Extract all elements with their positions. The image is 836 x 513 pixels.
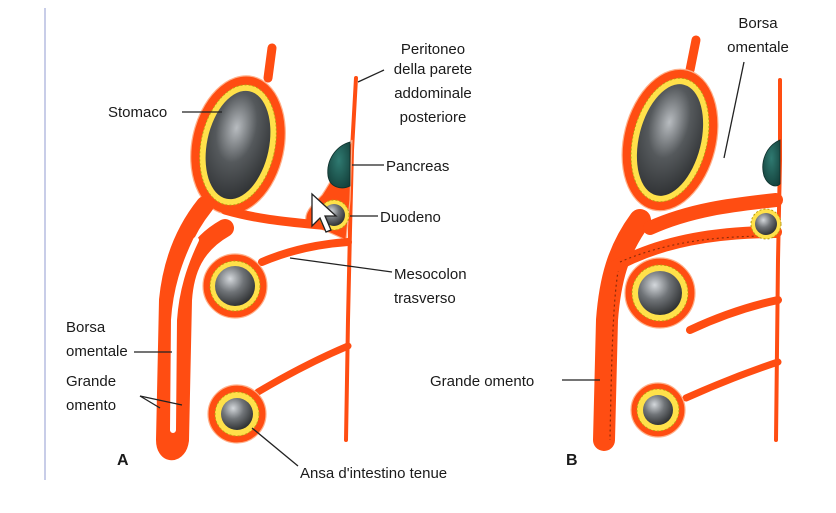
pancreas <box>327 141 351 189</box>
fold-to-wall-b <box>643 193 783 235</box>
leader-omental-bursa-b <box>723 61 745 159</box>
label-omental-bursa-a-line2: omentale <box>66 343 128 360</box>
label-peritoneum-line2: della parete <box>394 61 472 78</box>
label-pancreas: Pancreas <box>386 158 449 175</box>
panel-a-letter: A <box>117 452 129 469</box>
label-duodenum: Duodeno <box>380 209 441 226</box>
posterior-wall-peritoneum-b <box>774 78 782 442</box>
label-peritoneum-line1: Peritoneo <box>401 41 465 58</box>
mesocolon-dotted-line <box>619 235 773 263</box>
panel-b: Borsa omentale Grande omento B <box>430 15 789 469</box>
mesentery <box>254 342 352 396</box>
label-peritoneum-line3: addominale <box>394 85 472 102</box>
label-mesocolon-line2: trasverso <box>394 290 456 307</box>
stomach-lumen-b <box>636 84 704 196</box>
stomach-duodenum-fold <box>220 205 335 231</box>
mouse-cursor-icon <box>311 192 338 233</box>
posterior-wall-peritoneum <box>344 76 358 442</box>
pancreas-b <box>762 139 781 187</box>
leader-mesocolon <box>289 257 393 273</box>
transverse-colon-lumen <box>215 266 255 306</box>
label-greater-omentum-a-line2: omento <box>66 397 116 414</box>
small-intestine-lumen <box>221 398 253 430</box>
label-greater-omentum-a-line1: Grande <box>66 373 116 390</box>
panel-b-letter: B <box>566 452 578 469</box>
panel-a: Stomaco Peritoneo della parete addominal… <box>66 41 472 482</box>
label-peritoneum-line4: posteriore <box>400 109 467 126</box>
label-stomach: Stomaco <box>108 104 167 121</box>
label-small-intestine-loop: Ansa d'intestino tenue <box>300 465 447 482</box>
esophagus-stem <box>263 43 277 83</box>
label-omental-bursa-b-line1: Borsa <box>738 15 778 32</box>
label-omental-bursa-a-line1: Borsa <box>66 319 106 336</box>
duodenum-lumen-b <box>755 213 777 235</box>
leader-small-intestine <box>251 427 299 467</box>
transverse-colon-lumen-b <box>638 271 682 315</box>
stomach-lumen <box>205 90 271 200</box>
label-greater-omentum-b: Grande omento <box>430 373 534 390</box>
mesentery-b <box>682 358 782 402</box>
leader-greater-omentum-a1 <box>139 395 161 409</box>
small-intestine-lumen-b <box>643 395 673 425</box>
mesocolon-lower-b <box>686 296 782 334</box>
transverse-mesocolon <box>258 238 352 266</box>
label-mesocolon-line1: Mesocolon <box>394 266 467 283</box>
leader-greater-omentum-a2 <box>139 395 183 406</box>
esophagus-stem-b <box>685 35 701 75</box>
label-omental-bursa-b-line2: omentale <box>727 39 789 56</box>
leader-peritoneum <box>357 69 385 83</box>
omental-bursa-cavity <box>170 237 199 433</box>
greater-omentum-loop <box>156 196 234 460</box>
